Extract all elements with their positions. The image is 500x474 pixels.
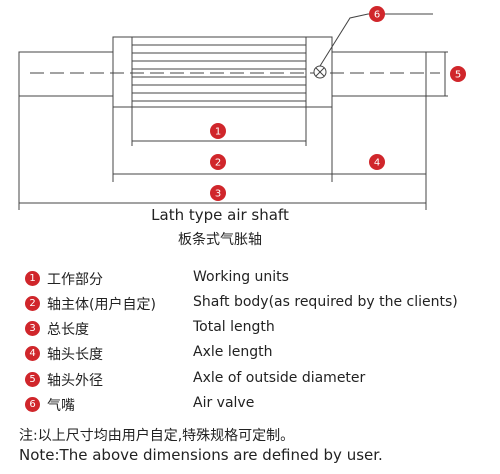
legend-label-english: Working units xyxy=(193,269,289,285)
legend-label-chinese: 总长度 xyxy=(47,322,89,338)
svg-text:4: 4 xyxy=(374,158,380,169)
legend-number-badge: 1 xyxy=(25,271,40,286)
legend-row: 2 轴主体(用户自定) Shaft body(as required by th… xyxy=(0,293,500,315)
dimension-working-units xyxy=(131,107,307,146)
callout-2: 2 xyxy=(210,154,226,170)
right-axle xyxy=(331,51,427,97)
legend-row: 3 总长度 Total length xyxy=(0,318,500,340)
lath-strips xyxy=(131,37,307,107)
dimension-shaft-body xyxy=(112,107,333,182)
svg-text:6: 6 xyxy=(374,10,380,21)
legend-label-english: Axle of outside diameter xyxy=(193,370,366,386)
caption-chinese: 板条式气胀轴 xyxy=(178,232,262,248)
legend-label-chinese: 轴头外径 xyxy=(47,373,103,389)
dimension-axle-length xyxy=(332,96,427,182)
svg-text:1: 1 xyxy=(215,127,221,138)
dimension-total-length xyxy=(18,96,427,210)
legend-row: 5 轴头外径 Axle of outside diameter xyxy=(0,369,500,391)
legend-number-badge: 2 xyxy=(25,296,40,311)
note-english: Note:The above dimensions are defined by… xyxy=(19,446,383,464)
caption-english: Lath type air shaft xyxy=(151,206,289,224)
legend-label-chinese: 轴主体(用户自定) xyxy=(47,297,156,313)
svg-text:2: 2 xyxy=(215,158,221,169)
legend-row: 1 工作部分 Working units xyxy=(0,268,500,290)
legend-label-english: Total length xyxy=(193,319,275,335)
air-valve-icon xyxy=(313,65,327,79)
legend-label-english: Air valve xyxy=(193,395,255,411)
callout-3: 3 xyxy=(210,185,226,201)
callout-1: 1 xyxy=(210,123,226,139)
left-axle xyxy=(18,51,114,97)
legend-number-badge: 3 xyxy=(25,321,40,336)
callout-5: 5 xyxy=(450,66,466,82)
callout-6: 6 xyxy=(369,6,385,22)
svg-text:5: 5 xyxy=(455,70,461,81)
legend-number-badge: 6 xyxy=(25,397,40,412)
dimension-axle-diameter xyxy=(426,51,448,97)
legend-label-english: Axle length xyxy=(193,344,273,360)
valve-leader-line xyxy=(319,13,433,67)
shaft-body xyxy=(112,36,333,108)
legend-row: 4 轴头长度 Axle length xyxy=(0,343,500,365)
legend-label-english: Shaft body(as required by the clients) xyxy=(193,294,458,310)
svg-text:3: 3 xyxy=(215,189,221,200)
legend-label-chinese: 轴头长度 xyxy=(47,347,103,363)
legend-number-badge: 5 xyxy=(25,372,40,387)
legend-row: 6 气嘴 Air valve xyxy=(0,394,500,416)
callout-4: 4 xyxy=(369,154,385,170)
legend-label-chinese: 气嘴 xyxy=(47,398,75,414)
legend-number-badge: 4 xyxy=(25,346,40,361)
legend-label-chinese: 工作部分 xyxy=(47,272,103,288)
note-chinese: 注:以上尺寸均由用户自定,特殊规格可定制。 xyxy=(19,428,295,444)
